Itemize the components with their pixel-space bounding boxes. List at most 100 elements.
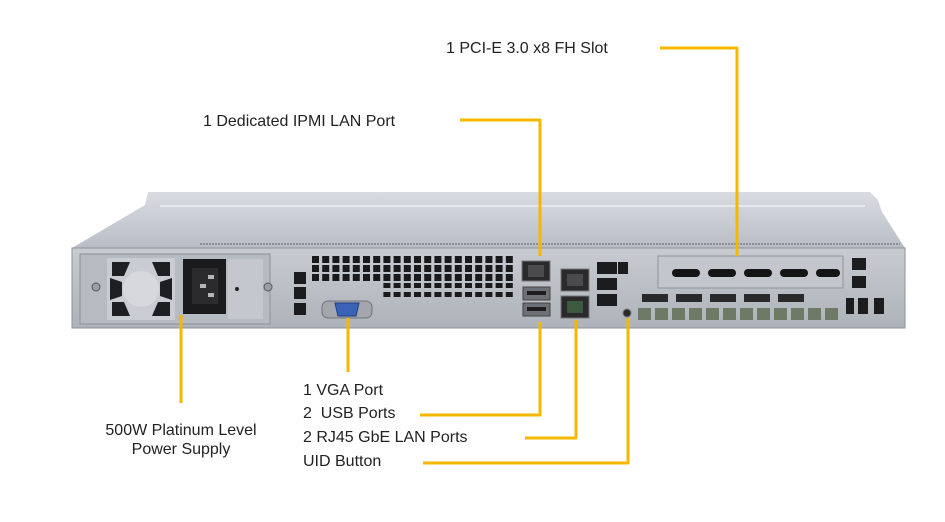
vga-port-label: 1 VGA Port xyxy=(303,382,384,399)
vent-hole xyxy=(332,265,340,272)
pcie-slot-bracket xyxy=(657,255,844,289)
vent-hole xyxy=(403,283,411,288)
ipmi-lan-port-icon xyxy=(521,260,551,282)
usb-ports-icon xyxy=(522,286,551,317)
vent-slot xyxy=(778,294,804,302)
vent-cell xyxy=(706,308,719,320)
vent-hole xyxy=(424,274,432,281)
vent-hole xyxy=(373,274,381,281)
vent-hole xyxy=(383,265,391,272)
vent-hole xyxy=(505,274,513,281)
vent-hole xyxy=(393,283,401,288)
vent-hole xyxy=(332,256,340,263)
vent-slot xyxy=(744,294,770,302)
vent-hole xyxy=(383,283,391,288)
vent-hole xyxy=(444,274,452,281)
io-small-ports xyxy=(294,272,306,315)
vent-hole xyxy=(414,283,421,288)
vent-hole xyxy=(414,292,421,297)
vent-hole xyxy=(475,292,483,297)
vent-hole xyxy=(383,256,391,263)
vent-hole xyxy=(434,292,442,297)
vent-hole xyxy=(465,274,472,281)
lan-callout-line xyxy=(525,320,578,440)
vent-hole xyxy=(424,256,432,263)
vent-hole xyxy=(342,256,350,263)
vent-hole xyxy=(495,256,503,263)
vent-hole xyxy=(403,256,411,263)
vent-hole xyxy=(444,265,452,272)
vent-hole xyxy=(475,265,483,272)
rear-right-ports xyxy=(846,258,884,314)
vent-hole xyxy=(434,265,442,272)
vent-hole xyxy=(434,256,442,263)
vent-grid xyxy=(312,256,513,297)
vent-hole xyxy=(403,265,411,272)
vent-hole xyxy=(454,256,462,263)
uid-button-icon xyxy=(622,308,632,318)
vent-cell xyxy=(689,308,702,320)
vent-cell xyxy=(638,308,651,320)
vent-cell xyxy=(791,308,804,320)
vent-hole xyxy=(403,292,411,297)
vent-hole xyxy=(373,256,381,263)
vent-hole xyxy=(505,256,513,263)
vent-cell xyxy=(774,308,787,320)
usb-callout-line xyxy=(420,322,542,417)
vent-hole xyxy=(403,274,411,281)
vent-cell xyxy=(825,308,838,320)
vent-hole xyxy=(414,265,421,272)
vent-hole xyxy=(465,292,472,297)
vent-hole xyxy=(393,292,401,297)
expansion-vents xyxy=(638,294,838,320)
vent-hole xyxy=(505,265,513,272)
vent-hole xyxy=(495,265,503,272)
vent-hole xyxy=(363,274,370,281)
vent-hole xyxy=(332,274,340,281)
vent-cell xyxy=(723,308,736,320)
vent-hole xyxy=(352,256,360,263)
vent-hole xyxy=(475,283,483,288)
vent-slot xyxy=(676,294,702,302)
vent-hole xyxy=(414,256,421,263)
vent-hole xyxy=(352,274,360,281)
vent-cell xyxy=(757,308,770,320)
misc-ports xyxy=(597,262,628,306)
pcie-slot-label: 1 PCI-E 3.0 x8 FH Slot xyxy=(446,40,608,57)
ipmi-port-label: 1 Dedicated IPMI LAN Port xyxy=(203,113,396,130)
uid-callout-line xyxy=(423,318,630,465)
vent-hole xyxy=(444,256,452,263)
vent-hole xyxy=(495,274,503,281)
vent-hole xyxy=(322,265,330,272)
power-supply-label-line1: 500W Platinum Level xyxy=(105,422,257,439)
vent-hole xyxy=(454,292,462,297)
vent-hole xyxy=(485,292,493,297)
vent-hole xyxy=(444,283,452,288)
vent-cell xyxy=(672,308,685,320)
vent-hole xyxy=(373,265,381,272)
vent-hole xyxy=(322,274,330,281)
lan-ports-label: 2 RJ45 GbE LAN Ports xyxy=(303,429,468,446)
vent-hole xyxy=(475,274,483,281)
vent-hole xyxy=(424,265,432,272)
vent-hole xyxy=(495,283,503,288)
power-supply-module xyxy=(79,253,273,325)
vent-hole xyxy=(393,256,401,263)
vent-hole xyxy=(342,274,350,281)
vent-hole xyxy=(454,265,462,272)
vent-hole xyxy=(312,274,319,281)
vent-hole xyxy=(393,265,401,272)
vent-slot xyxy=(710,294,736,302)
chassis-top xyxy=(72,192,905,248)
vent-hole xyxy=(393,274,401,281)
vent-hole xyxy=(465,265,472,272)
vent-cell xyxy=(655,308,668,320)
vent-hole xyxy=(485,256,493,263)
vga-port-icon xyxy=(321,300,373,319)
vent-hole xyxy=(454,274,462,281)
usb-ports-label: 2 USB Ports xyxy=(303,405,396,422)
vent-hole xyxy=(414,274,421,281)
pcie-callout-line xyxy=(660,46,739,256)
vent-hole xyxy=(383,292,391,297)
